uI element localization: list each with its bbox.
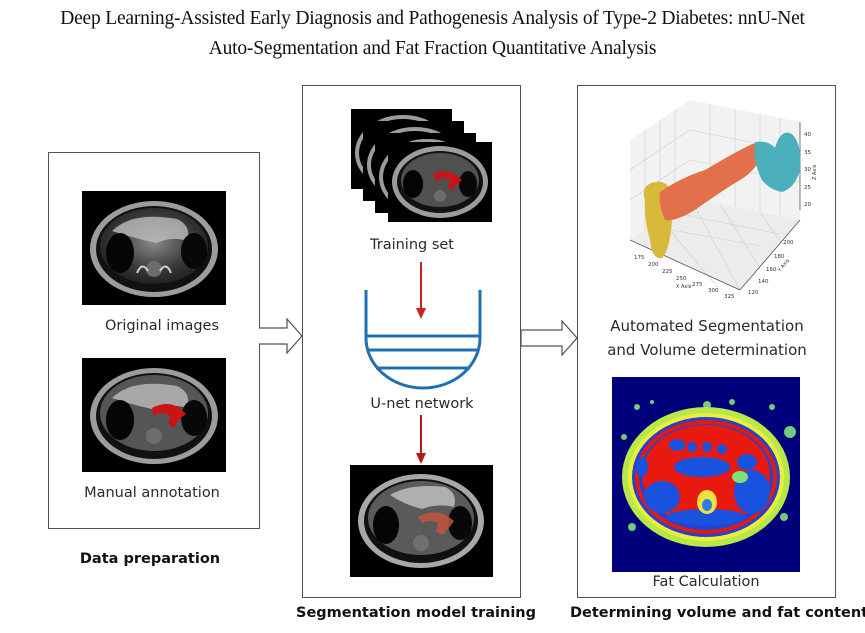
z-tick: 25 xyxy=(804,185,811,191)
caption-automated-segmentation-line-1: Automated Segmentation xyxy=(610,317,804,335)
y-tick: 120 xyxy=(748,290,759,296)
original-mri-image xyxy=(82,191,226,305)
manual-annotation-mri-image xyxy=(82,358,226,472)
flow-arrow-1 xyxy=(259,318,303,354)
pancreas-annotation xyxy=(152,404,186,428)
y-tick: 180 xyxy=(774,254,785,260)
predicted-segmentation-mri-image xyxy=(350,465,493,577)
x-tick: 250 xyxy=(676,276,687,282)
figure-title-line-2: Auto-Segmentation and Fat Fraction Quant… xyxy=(208,38,657,59)
red-arrow-down-2 xyxy=(416,415,426,464)
caption-automated-segmentation-line-2: and Volume determination xyxy=(607,341,807,359)
training-set-stack xyxy=(351,109,511,224)
stage-label-data-preparation: Data preparation xyxy=(79,551,221,567)
figure-title-line-1: Deep Learning-Assisted Early Diagnosis a… xyxy=(60,8,805,29)
x-tick: 325 xyxy=(724,294,735,300)
x-tick: 300 xyxy=(708,288,719,294)
x-tick: 200 xyxy=(648,262,659,268)
z-tick: 20 xyxy=(804,202,811,208)
y-tick: 160 xyxy=(766,267,777,273)
caption-u-net-network: U-net network xyxy=(370,396,474,412)
caption-training-set: Training set xyxy=(370,237,454,253)
u-net-icon xyxy=(364,290,482,390)
stage-label-volume-fat: Determining volume and fat content xyxy=(570,605,865,621)
3d-pancreas-scatter-plot: 175 200 225 250 275 300 325 X Axis 120 1… xyxy=(629,100,818,300)
red-arrow-down-1 xyxy=(416,262,426,319)
y-tick: 200 xyxy=(783,240,794,246)
stage-label-segmentation-training: Segmentation model training xyxy=(296,605,537,621)
x-axis-label: X Axis xyxy=(676,284,692,290)
x-tick: 225 xyxy=(662,269,673,275)
x-tick: 275 xyxy=(692,282,703,288)
z-tick: 30 xyxy=(804,167,811,173)
y-tick: 140 xyxy=(758,279,769,285)
z-tick: 40 xyxy=(804,132,811,138)
caption-original-images: Original images xyxy=(104,318,220,334)
caption-fat-calculation: Fat Calculation xyxy=(652,574,760,590)
z-tick: 35 xyxy=(804,150,811,156)
pancreas-body-segment xyxy=(659,143,762,221)
z-axis-label: Z Axis xyxy=(812,164,818,180)
flow-arrow-2 xyxy=(520,320,578,356)
y-axis-label: Y Axis xyxy=(776,258,791,274)
caption-manual-annotation: Manual annotation xyxy=(84,485,220,501)
x-tick: 175 xyxy=(634,255,645,261)
fat-fraction-color-map xyxy=(612,377,800,572)
pancreas-tail-segment xyxy=(754,132,801,192)
